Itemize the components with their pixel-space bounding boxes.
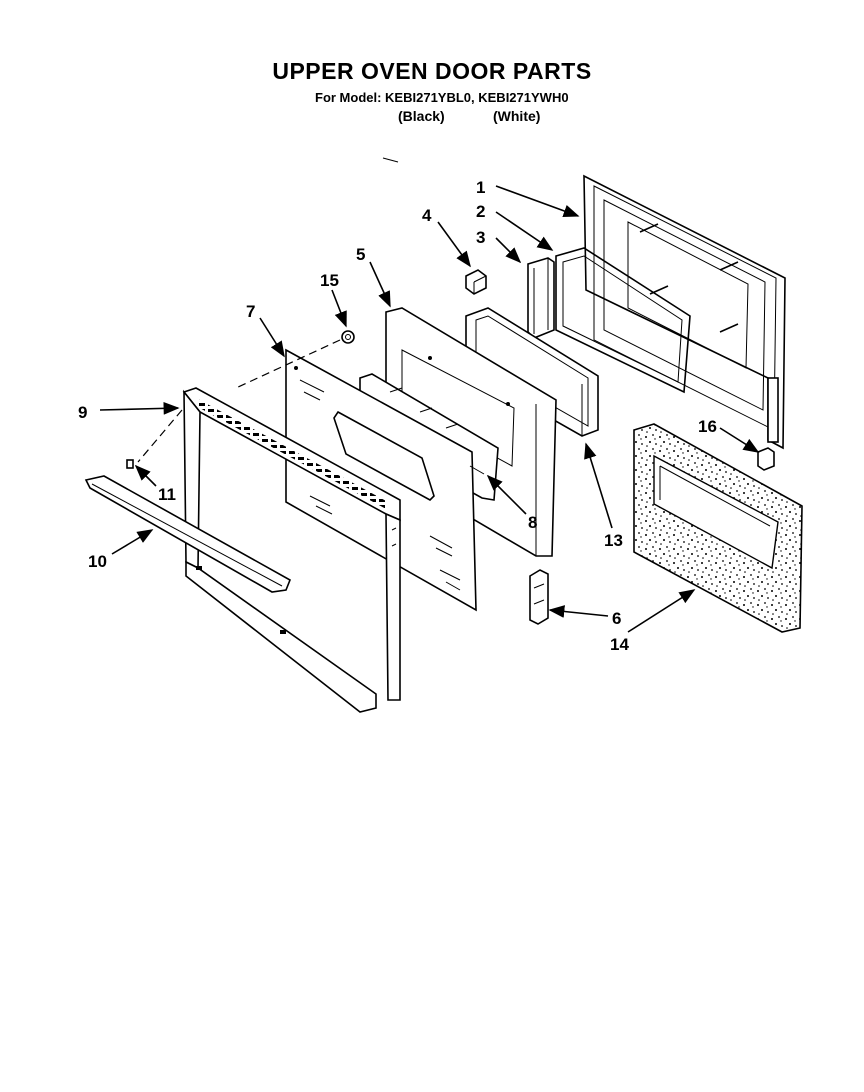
callout-13: 13 <box>604 531 623 550</box>
leader-lines <box>99 185 760 633</box>
callout-9: 9 <box>78 403 87 422</box>
alignment-line <box>137 409 183 463</box>
callout-2: 2 <box>476 202 485 221</box>
alignment-line <box>235 339 341 389</box>
part-3-bracket <box>527 257 555 339</box>
diagram-title: UPPER OVEN DOOR PARTS <box>272 58 592 84</box>
part-16-clip <box>757 447 775 471</box>
callout-16: 16 <box>698 417 717 436</box>
callout-7: 7 <box>246 302 255 321</box>
stray-mark <box>382 157 399 163</box>
variant-black-label: (Black) <box>398 108 445 124</box>
part-4-clip <box>465 269 487 295</box>
callout-15: 15 <box>320 271 339 290</box>
callout-1: 1 <box>476 178 485 197</box>
part-11-screw <box>126 459 134 469</box>
callout-6: 6 <box>612 609 621 628</box>
part-14-insulation <box>633 423 803 633</box>
part-2-door-gasket <box>555 247 691 394</box>
callout-5: 5 <box>356 245 365 264</box>
part-10-handle <box>84 475 292 593</box>
part-9-outer-door-frame <box>182 387 401 713</box>
part-6-hinge-clip <box>529 569 549 625</box>
callout-3: 3 <box>476 228 485 247</box>
part-15-screw <box>341 330 355 344</box>
callout-4: 4 <box>422 206 432 225</box>
callout-10: 10 <box>88 552 107 571</box>
callout-11: 11 <box>158 485 176 504</box>
variant-white-label: (White) <box>493 108 541 124</box>
callout-8: 8 <box>528 513 537 532</box>
model-numbers: For Model: KEBI271YBL0, KEBI271YWH0 <box>315 90 569 105</box>
callout-14: 14 <box>610 635 629 654</box>
